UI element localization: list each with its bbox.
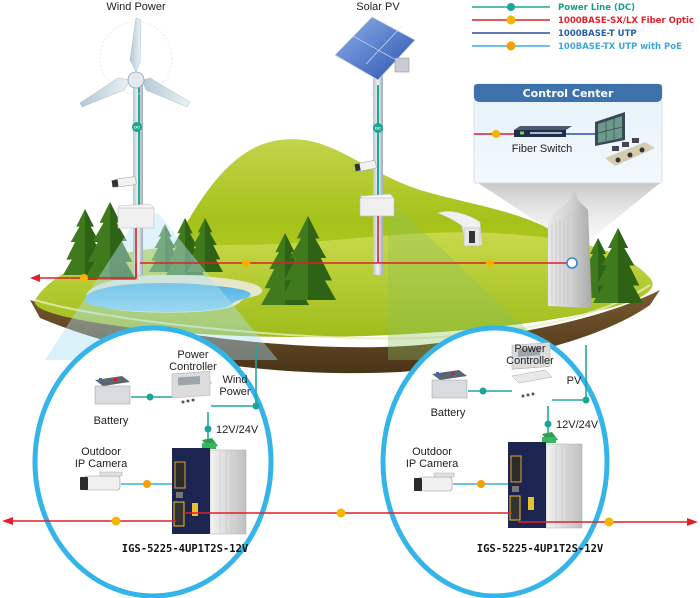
power-controller-icon (511, 342, 553, 398)
cc-header (474, 84, 662, 102)
poe-badge-icon (143, 480, 151, 488)
beam-solar (388, 205, 560, 360)
source-label-line2: Power (219, 386, 251, 398)
poe-badge-icon (506, 41, 516, 51)
power-controller-label-line2: Controller (169, 361, 217, 373)
control-center: Control Center Fiber Switch (473, 83, 663, 240)
legend-item-1000base-t: 1000BASE-T UTP (472, 29, 637, 39)
camera-beams (45, 205, 560, 360)
fiber-badge-icon (80, 274, 88, 282)
fiber-badge-icon (111, 516, 121, 526)
bottom-fiber-lines (2, 508, 698, 527)
fiber-badge-icon (242, 259, 250, 267)
battery-label: Battery (94, 415, 129, 427)
fiber-badge-icon (486, 259, 494, 267)
dc-badge-icon (582, 396, 590, 404)
outdoor-enclosure-icon (117, 203, 155, 229)
switch-model-label: IGS-5225-4UP1T2S-12V (477, 543, 604, 555)
fiber-badge-icon (492, 130, 500, 138)
operator-desks-icon (605, 138, 655, 166)
cc-title: Control Center (523, 87, 614, 100)
wind-turbine: Wind Power DC (79, 1, 191, 278)
industrial-switch-icon (508, 432, 583, 529)
solar-panel-icon (334, 16, 416, 81)
video-wall-icon (595, 112, 625, 146)
arrow-right-icon (687, 518, 698, 526)
fiber-switch-label: Fiber Switch (512, 143, 573, 155)
legend-item-power-line: Power Line (DC) (472, 3, 635, 13)
ip-camera-icon (414, 472, 455, 492)
dc-badge-text: DC (375, 126, 381, 131)
camera-label-line2: IP Camera (406, 458, 459, 470)
fiber-badge-icon (336, 508, 346, 518)
ip-camera-icon (80, 471, 123, 491)
dc-badge-icon (544, 420, 552, 428)
tunnel-entrance (437, 211, 483, 247)
solar-pv: Solar PV DC (334, 1, 416, 275)
legend-item-fiber-optic: 1000BASE-SX/LX Fiber Optic (472, 15, 694, 26)
site-detail-wind: Battery Power Controller Wind Power 12V/… (32, 325, 274, 598)
camera-label-line1: Outdoor (81, 446, 121, 458)
poe-badge-icon (477, 480, 485, 488)
camera-label-line2: IP Camera (75, 458, 128, 470)
legend-item-poe: 100BASE-TX UTP with PoE (472, 41, 682, 52)
outdoor-enclosure-icon (359, 193, 395, 217)
legend-label: Power Line (DC) (558, 3, 635, 13)
power-controller-icon (171, 371, 213, 404)
beam-wind (45, 213, 278, 360)
dc-badge-icon (373, 123, 383, 133)
arrow-left-icon (30, 274, 40, 282)
dc-badge-icon (146, 393, 154, 401)
dc-badge-icon (479, 387, 487, 395)
power-controller-label-line1: Power (177, 349, 209, 361)
turbine-blade (129, 17, 142, 73)
power-controller-label-line2: Controller (506, 355, 554, 367)
site-detail-solar: Battery Power Controller PV 12V/24V Outd… (380, 325, 610, 598)
industrial-switch-icon (172, 438, 247, 535)
island-fiber-lines (30, 257, 578, 282)
dc-badge-icon (204, 425, 212, 433)
dc-badge-icon (507, 3, 515, 11)
arrow-left-icon (2, 517, 13, 525)
voltage-label: 12V/24V (216, 424, 259, 436)
source-label-line1: PV (567, 375, 582, 387)
turbine-blade (79, 77, 131, 108)
fiber-line (38, 263, 137, 279)
battery-icon (94, 376, 131, 405)
pole-camera-icon (354, 160, 377, 172)
legend: Power Line (DC) 1000BASE-SX/LX Fiber Opt… (472, 3, 694, 52)
turbine-hub (127, 71, 145, 89)
power-controller-label-line1: Power (514, 343, 546, 355)
tower-connection-node (566, 257, 578, 269)
dc-badge-text: DC (134, 125, 140, 130)
pole-camera-icon (111, 176, 137, 188)
fiber-badge-icon (604, 517, 614, 527)
camera-label-line1: Outdoor (412, 446, 452, 458)
voltage-label: 12V/24V (556, 419, 599, 431)
dc-badge-icon (252, 402, 260, 410)
switch-model-label: IGS-5225-4UP1T2S-12V (122, 543, 249, 555)
legend-label: 100BASE-TX UTP with PoE (558, 42, 682, 52)
legend-label: 1000BASE-T UTP (558, 29, 637, 39)
legend-label: 1000BASE-SX/LX Fiber Optic (558, 16, 694, 26)
dc-badge-icon (132, 122, 142, 132)
source-label-line1: Wind (222, 374, 247, 386)
fiber-switch-icon (514, 126, 572, 137)
battery-label: Battery (431, 407, 466, 419)
wind-power-title: Wind Power (106, 1, 166, 13)
solar-pv-title: Solar PV (356, 1, 400, 13)
fiber-badge-icon (506, 15, 516, 25)
turbine-blade (141, 77, 191, 108)
battery-icon (431, 370, 468, 399)
